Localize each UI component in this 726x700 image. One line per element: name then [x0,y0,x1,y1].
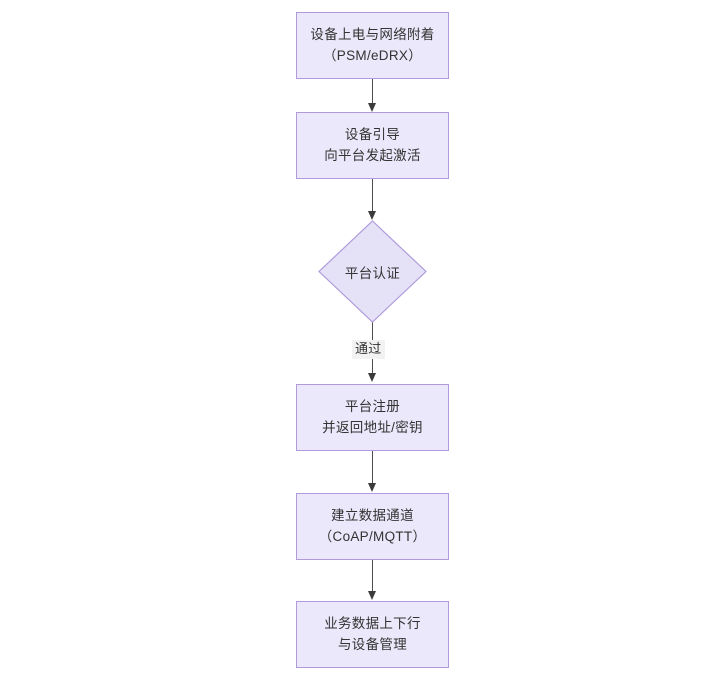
edge-channel-to-business [372,559,373,592]
node-bootstrap-line2: 向平台发起激活 [324,147,421,163]
node-power-on-line1: 设备上电与网络附着 [310,26,435,42]
edge-register-to-channel [372,450,373,484]
node-channel-line1: 建立数据通道 [331,507,414,523]
edge-label-pass: 通过 [352,340,385,359]
node-register-line1: 平台注册 [344,398,401,414]
edge-power-on-to-bootstrap [372,78,373,104]
node-auth-label: 平台认证 [344,265,401,281]
node-business-line2: 与设备管理 [338,636,407,652]
node-channel[interactable]: 建立数据通道 （CoAP/MQTT） [296,493,449,560]
diamond-shape [318,220,427,323]
node-auth[interactable]: 平台认证 [318,220,427,323]
node-register[interactable]: 平台注册 并返回地址/密钥 [296,384,449,451]
node-bootstrap-line1: 设备引导 [344,126,401,142]
arrowhead-icon [368,211,376,220]
node-business-line1: 业务数据上下行 [324,615,421,631]
arrowhead-icon [368,373,376,382]
node-power-on[interactable]: 设备上电与网络附着 （PSM/eDRX） [296,12,449,79]
arrowhead-icon [368,483,376,492]
node-register-line2: 并返回地址/密钥 [322,419,423,435]
node-business[interactable]: 业务数据上下行 与设备管理 [296,601,449,668]
node-bootstrap[interactable]: 设备引导 向平台发起激活 [296,112,449,179]
arrowhead-icon [368,591,376,600]
arrowhead-icon [368,103,376,112]
edge-bootstrap-to-auth [372,178,373,212]
node-channel-line2: （CoAP/MQTT） [318,528,427,544]
node-power-on-line2: （PSM/eDRX） [322,47,423,63]
